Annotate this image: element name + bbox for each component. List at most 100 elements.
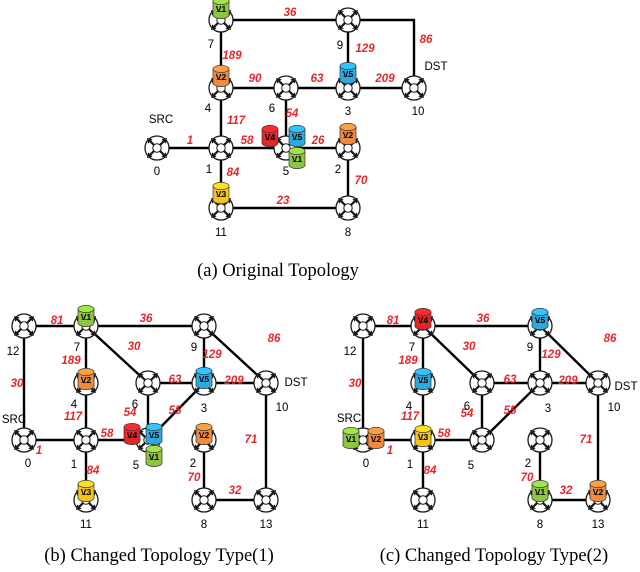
node-id-label: 2 [190, 458, 196, 470]
node-id-label: 10 [608, 402, 621, 414]
node-id-label: 12 [7, 346, 20, 358]
node-id-label: 7 [74, 342, 80, 354]
router-icon [190, 486, 218, 514]
link-weight-label: 84 [227, 167, 240, 179]
panel-caption: (b) Changed Topology Type(1) [44, 546, 273, 566]
link-weight-label: 70 [188, 472, 201, 484]
link-weight-label: 1 [36, 445, 42, 457]
link-weight-label: 30 [349, 378, 362, 390]
node-id-label: 0 [154, 166, 160, 178]
vnf-label: V2 [81, 375, 92, 385]
link-weight-label: 63 [311, 73, 324, 85]
link-weight-label: 36 [140, 313, 153, 325]
vnf-label: V1 [535, 487, 546, 497]
vnf-cylinder-v1-icon: V1 [342, 427, 360, 449]
link-weight-label: 84 [87, 465, 100, 477]
node-id-label: 10 [276, 402, 289, 414]
vnf-cylinder-v5-icon: V5 [414, 368, 432, 390]
node-id-label: 11 [215, 227, 227, 239]
link-weight-label: 209 [223, 375, 244, 387]
vnf-label: V5 [199, 374, 210, 384]
node-id-label: 0 [363, 458, 369, 470]
node-id-label: 9 [191, 342, 197, 354]
vnf-cylinder-v2-icon: V2 [77, 368, 95, 390]
router-icon [143, 134, 171, 162]
vnf-label: V4 [127, 430, 138, 440]
vnf-cylinder-v2-icon: V2 [212, 65, 230, 87]
link-weight-label: 90 [249, 73, 262, 85]
node-id-label: 4 [71, 399, 78, 411]
link-weight-label: 209 [557, 375, 578, 387]
vnf-label: V1 [346, 434, 357, 444]
router-icon [272, 74, 300, 102]
router-icon [334, 194, 362, 222]
node-id-label: 8 [345, 227, 351, 239]
node-id-label: 1 [71, 459, 77, 471]
link-weight-label: 189 [222, 50, 242, 62]
vnf-cylinder-v5-icon: V5 [145, 423, 163, 445]
vnf-cylinder-v2-icon: V2 [339, 123, 357, 145]
node-id-label: 6 [464, 401, 470, 413]
link-weight-label: 32 [229, 485, 242, 497]
vnf-label: V1 [292, 154, 303, 164]
node-id-label: 11 [417, 519, 429, 531]
router-icon [10, 312, 38, 340]
vnf-label: V2 [371, 434, 382, 444]
link-weight-label: 54 [124, 407, 137, 419]
node-id-label: 4 [406, 401, 413, 413]
vnf-cylinder-v4-icon: V4 [123, 423, 141, 445]
link-weight-label: 209 [374, 73, 395, 85]
vnf-label: V1 [216, 4, 227, 14]
vnf-cylinder-v5-icon: V5 [531, 308, 549, 330]
link-weight-label: 70 [521, 472, 534, 484]
vnf-cylinder-v5-icon: V5 [195, 367, 213, 389]
vnf-label: V2 [593, 487, 604, 497]
node-id-label: 11 [80, 519, 92, 531]
link-weight-label: 84 [424, 465, 437, 477]
router-icon [72, 426, 100, 454]
node-id-label: 1 [407, 459, 413, 471]
node-id-label: 3 [545, 403, 551, 415]
link-weight-label: 26 [311, 135, 325, 147]
link-weight-label: 129 [355, 43, 375, 55]
node-id-label: 13 [592, 519, 605, 531]
link-weight-label: 58 [101, 428, 114, 440]
router-icon [190, 312, 218, 340]
link-weight-label: 81 [387, 315, 400, 327]
router-icon [134, 369, 162, 397]
vnf-cylinder-v3-icon: V3 [77, 480, 95, 502]
node-id-label: 1 [206, 164, 212, 176]
vnf-label: V2 [199, 430, 210, 440]
panel-caption: (a) Original Topology [197, 261, 359, 281]
vnf-cylinder-v2-icon: V2 [367, 427, 385, 449]
link-weight-label: 32 [560, 485, 573, 497]
link-weight-label: 30 [128, 341, 141, 353]
vnf-cylinder-v5-icon: V5 [288, 125, 306, 147]
node-id-label: 2 [525, 458, 531, 470]
nodes [349, 312, 612, 514]
node-id-label: 5 [468, 460, 474, 472]
link-weight-label: 81 [51, 315, 64, 327]
vnf-cylinder-v3-icon: V3 [212, 182, 230, 204]
router-icon [409, 486, 437, 514]
link-weight-label: 129 [541, 349, 561, 361]
link-weight-label: 86 [420, 34, 433, 46]
link-weight-label: 117 [64, 411, 83, 423]
link-weight-label: 86 [604, 333, 617, 345]
node-id-label: 4 [205, 103, 212, 115]
node-id-label: 6 [269, 103, 275, 115]
router-icon [400, 74, 428, 102]
router-icon [334, 6, 362, 34]
link-weight-label: 63 [169, 374, 182, 386]
link-weight-label: 36 [284, 7, 297, 19]
node-id-label: 12 [344, 346, 357, 358]
router-icon [526, 369, 554, 397]
router-icon [349, 312, 377, 340]
link-weight-label: 63 [504, 374, 517, 386]
node-id-label: 5 [133, 460, 139, 472]
